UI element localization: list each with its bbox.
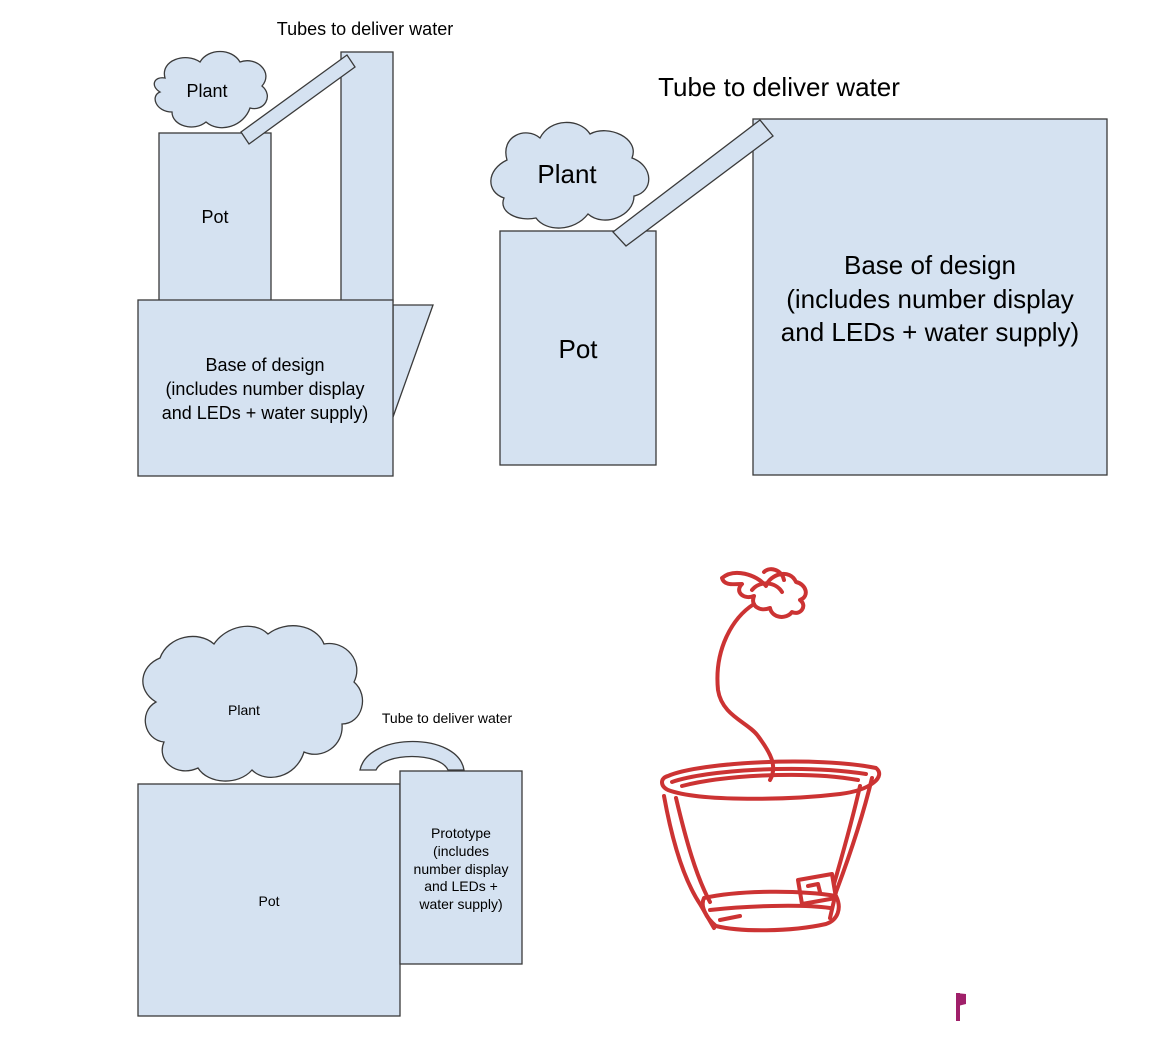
sketch-flower [720,570,808,619]
pot-label: Pot [558,334,598,364]
plant-label: Plant [186,81,227,101]
pot-label: Pot [201,207,228,227]
base-label-line2: (includes number display [165,379,364,399]
sketch-pot-base-3 [718,914,742,922]
base-box [137,299,394,477]
base-label-line1: Base of design [205,355,324,375]
sketch-pot-base-2 [708,903,832,912]
plant-cloud [153,50,268,129]
prototype-label-line4: and LEDs + [424,878,498,894]
hand-drawn-plant-sketch [660,567,882,933]
prototype-label-line1: Prototype [431,825,491,841]
diagram-2: Tube to deliver water Plant Pot Base of … [490,72,1108,476]
prototype-label-line2: (includes [433,843,489,859]
diagonal-tube [612,119,774,247]
prototype-label-line3: number display [414,861,509,877]
sketch-pot-left [662,794,716,930]
diagram-3: Tube to deliver water Plant Pot Prototyp… [137,625,523,1017]
base-box [752,118,1108,476]
diagonal-tube [240,54,356,145]
pot-box [137,783,401,1017]
plant-cloud [490,121,650,229]
side-panel [392,304,434,418]
base-label-line3: and LEDs + water supply) [162,403,369,423]
prototype-label-line5: water supply) [418,896,502,912]
sketch-pot-right [828,776,874,920]
sketch-flower-petal-2 [762,567,786,582]
sketch-pot-rim [660,759,882,801]
pot-box [499,230,657,466]
base-label-line1: Base of design [844,250,1016,280]
sketch-pot-rim-2 [670,766,868,784]
sketch-pot-rim-inner [680,772,860,788]
sketch-pot-right-2 [832,784,862,886]
tubes-label: Tubes to deliver water [277,19,453,39]
cursor-marker-stem [956,993,960,1021]
tube-label: Tube to deliver water [658,72,900,102]
sketch-pot-left-2 [674,796,712,904]
sketch-flower-petal [750,581,784,594]
tube-label: Tube to deliver water [382,710,513,726]
sketch-stem [715,602,776,782]
tube-column [340,51,394,303]
pot-box [158,132,272,302]
plant-label: Plant [228,702,260,718]
diagram-1: Tubes to deliver water Plant Pot Base of… [137,19,453,477]
sketch-device-box [796,872,838,906]
prototype-box [399,770,523,965]
plant-label: Plant [537,159,597,189]
cursor-marker-flag [956,993,966,1006]
base-label-line2: (includes number display [786,284,1074,314]
base-label-line3: and LEDs + water supply) [781,317,1079,347]
sketch-pot-base [700,889,841,933]
cursor-marker [956,993,966,1021]
sketch-device-detail [806,882,822,894]
plant-cloud [142,625,364,782]
tube-arch [359,741,465,771]
pot-label: Pot [258,893,279,909]
